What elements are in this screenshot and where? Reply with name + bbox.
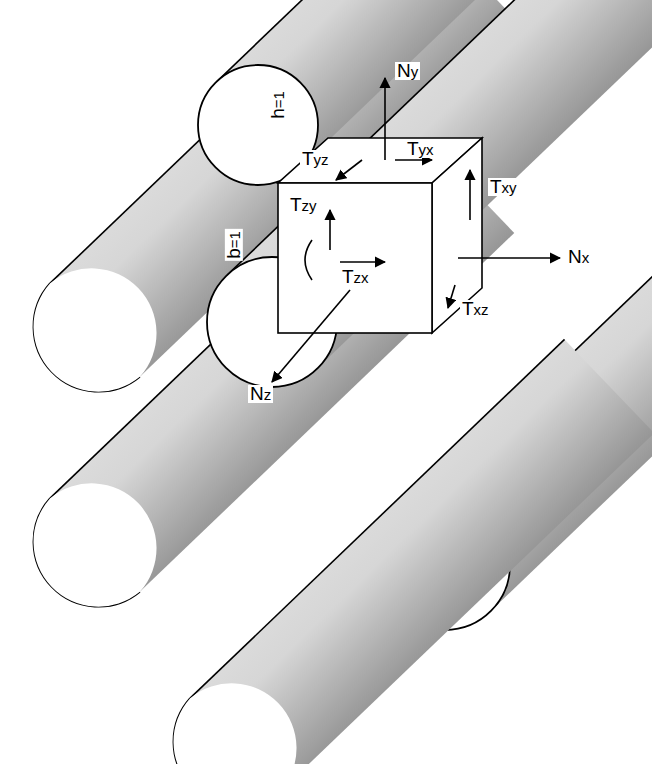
stress-label: Nx: [566, 248, 591, 266]
stress-label: Txy: [488, 178, 519, 196]
fiber-end: [33, 483, 156, 606]
stress-label: Nz: [248, 385, 273, 403]
stress-label: Ny: [395, 62, 420, 80]
fiber-end: [173, 683, 296, 764]
stress-cube: [272, 78, 560, 382]
fiber-cylinders: [33, 0, 652, 764]
stress-label: Tzx: [340, 268, 371, 286]
fiber-end: [33, 268, 156, 391]
fiber-body: [227, 0, 652, 369]
stress-label: Tyz: [300, 150, 331, 168]
dimension-label: b=1: [225, 229, 243, 261]
stress-label: Tyx: [405, 140, 436, 158]
dimension-label: h=1: [269, 89, 287, 121]
fiber-edge: [190, 339, 564, 698]
stress-label: Txz: [460, 300, 491, 318]
stress-label: Tzy: [288, 196, 319, 214]
